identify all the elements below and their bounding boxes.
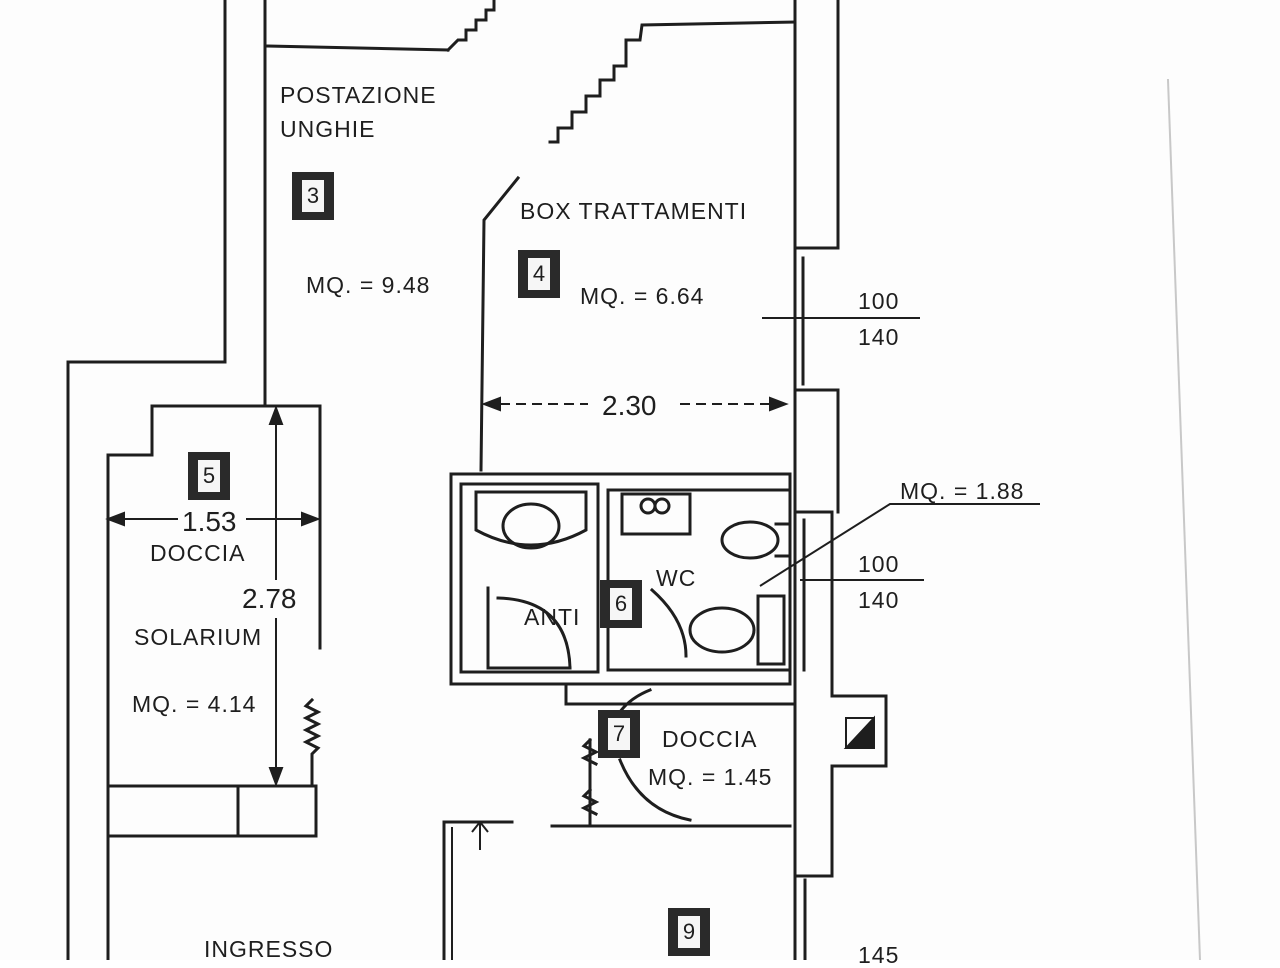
room-3-name-line1: POSTAZIONE	[280, 82, 437, 108]
room-5-name-line1: DOCCIA	[150, 540, 246, 566]
bidet-box	[620, 492, 692, 536]
room-7-area: MQ. = 1.45	[648, 764, 773, 790]
door-wc	[649, 587, 688, 658]
wall-right-mid	[793, 388, 840, 682]
wall-outer-left	[66, 0, 227, 960]
wall-doccia	[564, 682, 797, 706]
zigzag-solarium	[302, 697, 322, 788]
wc-bowl-1	[720, 520, 780, 560]
leader-188	[759, 503, 1040, 587]
dim-box-width: 2.30	[602, 390, 657, 421]
wall-solarium-bottom	[106, 784, 318, 838]
dim-solarium-width: 1.53	[182, 506, 237, 537]
window-frame-1	[793, 246, 840, 392]
room-9-badge: 9	[668, 908, 710, 956]
bathroom-outer	[449, 472, 792, 686]
window-3-top: 145	[858, 942, 900, 968]
room-4-badge: 4	[518, 250, 560, 298]
room-7-name: DOCCIA	[662, 726, 758, 752]
room-6-area: MQ. = 1.88	[900, 478, 1025, 504]
bathroom-inner	[459, 482, 600, 674]
window-2-bottom: 140	[858, 587, 900, 613]
stair-top	[445, 0, 496, 53]
room-5-name-line2: SOLARIUM	[134, 624, 263, 650]
sink	[474, 490, 588, 547]
room-6-number: 6	[610, 588, 632, 620]
wall-top-partition	[266, 44, 450, 52]
room-6-wc-label: WC	[656, 565, 697, 591]
page-edge	[1166, 78, 1202, 960]
wall-room9	[442, 820, 514, 960]
room-7-badge: 7	[598, 710, 640, 758]
room-3-area: MQ. = 9.48	[306, 272, 431, 298]
wall-box-top	[624, 20, 797, 42]
wc-bowl-2	[688, 606, 756, 654]
room-3-number: 3	[302, 180, 324, 212]
room-7-number: 7	[608, 718, 630, 750]
window-frame-3	[793, 878, 807, 960]
room-3-name-line2: UNGHIE	[280, 116, 376, 142]
room-4-area: MQ. = 6.64	[580, 283, 705, 309]
door-box	[479, 175, 521, 472]
wall-right-lower	[793, 678, 888, 878]
dim-solarium-height: 2.78	[242, 583, 297, 614]
room-5-number: 5	[198, 460, 220, 492]
room-5-badge: 5	[188, 452, 230, 500]
room-6-badge: 6	[600, 580, 642, 628]
wc-inner	[606, 488, 792, 672]
zigzag-doccia	[580, 737, 600, 828]
entrance-label: INGRESSO	[204, 936, 334, 962]
room-4-name: BOX TRATTAMENTI	[520, 198, 748, 224]
room-9-number: 9	[678, 916, 700, 948]
window-1-top: 100	[858, 288, 900, 314]
stair-box	[548, 38, 628, 144]
window-1-bottom: 140	[858, 324, 900, 350]
sink-basin	[501, 502, 561, 550]
door-anti	[486, 586, 572, 670]
wall-solarium	[106, 404, 322, 960]
room-3-badge: 3	[292, 172, 334, 220]
room-4-number: 4	[528, 258, 550, 290]
room-6-anti-label: ANTI	[524, 604, 581, 630]
room-5-area: MQ. = 4.14	[132, 691, 257, 717]
window-2-top: 100	[858, 551, 900, 577]
